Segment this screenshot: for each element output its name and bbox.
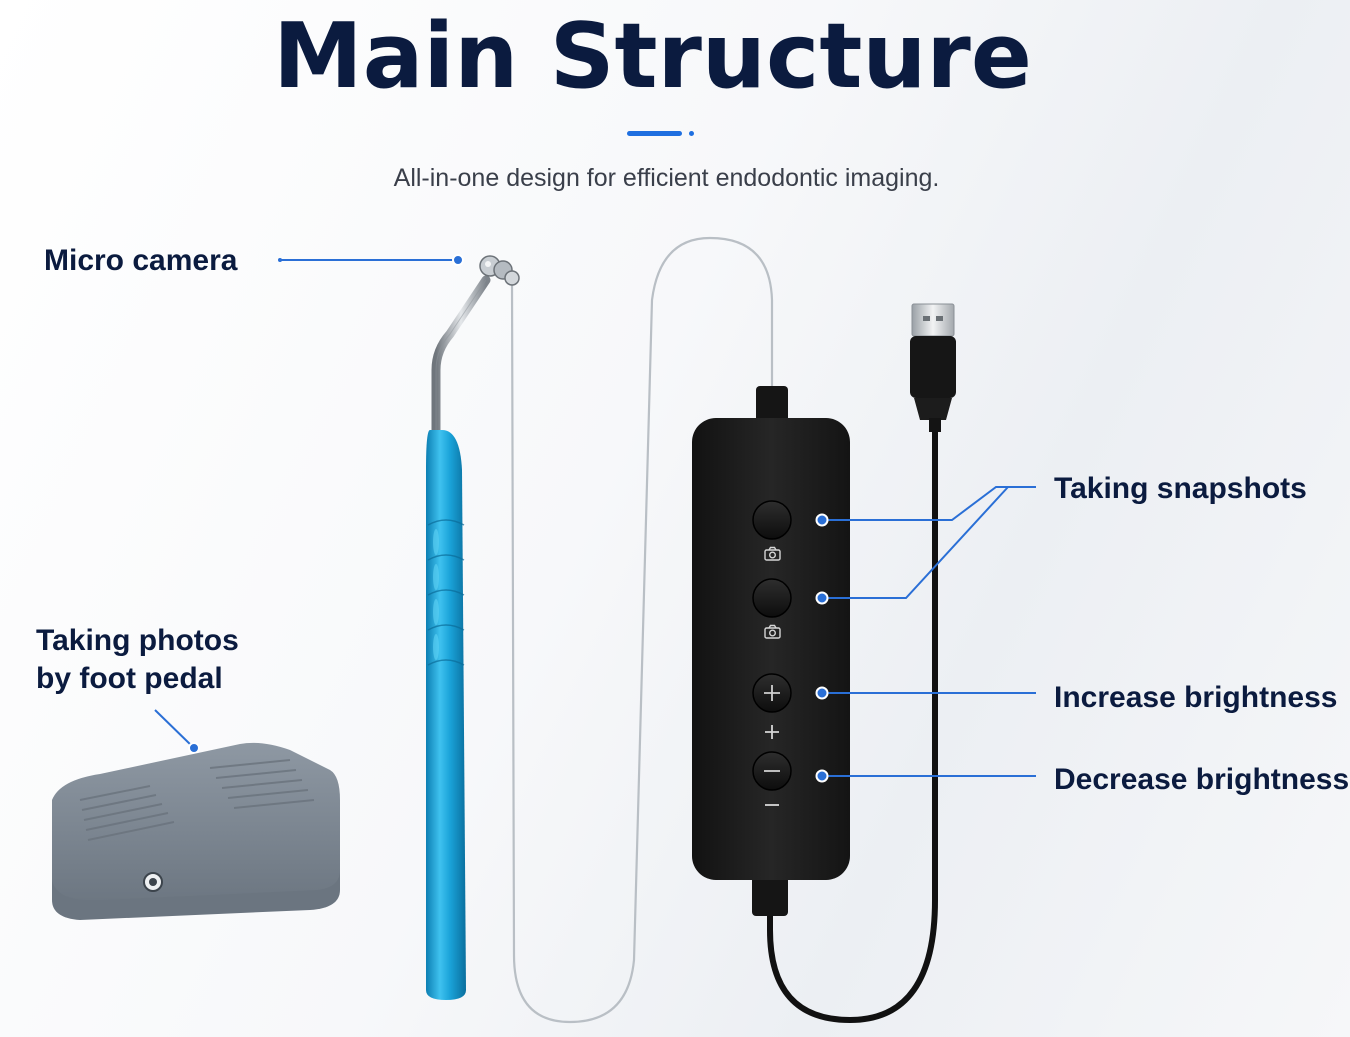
label-foot-pedal-line2: by foot pedal (36, 662, 223, 695)
label-increase-brightness: Increase brightness (1054, 681, 1338, 714)
callout-lines (154, 259, 1036, 777)
snapshot-button-2[interactable] (753, 579, 791, 617)
micro-camera-head (479, 255, 520, 286)
callout-dots (188, 254, 829, 783)
page-title: Main Structure (273, 4, 1032, 109)
title-accent-dot (689, 131, 694, 136)
label-decrease-brightness: Decrease brightness (1054, 763, 1350, 796)
micro-camera-probe (431, 255, 520, 435)
usb-plug (910, 303, 956, 432)
title-accent-bar (627, 131, 682, 136)
camera-icon (764, 546, 781, 561)
brightness-down-button[interactable] (753, 752, 791, 790)
brightness-up-button[interactable] (753, 674, 791, 712)
page-subtitle: All-in-one design for efficient endodont… (393, 164, 940, 192)
label-foot-pedal-line1: Taking photos (36, 624, 239, 657)
probe-wire (510, 236, 774, 1024)
probe-handle (426, 430, 466, 1000)
usb-cable (767, 428, 938, 1024)
foot-pedal (52, 742, 340, 920)
label-foot-pedal: Taking photos by foot pedal (36, 622, 239, 698)
label-taking-snapshots: Taking snapshots (1054, 472, 1307, 505)
snapshot-button-1[interactable] (753, 501, 791, 539)
plus-icon (765, 725, 779, 739)
control-box (692, 386, 850, 916)
camera-icon (764, 624, 781, 639)
label-micro-camera: Micro camera (44, 244, 238, 277)
